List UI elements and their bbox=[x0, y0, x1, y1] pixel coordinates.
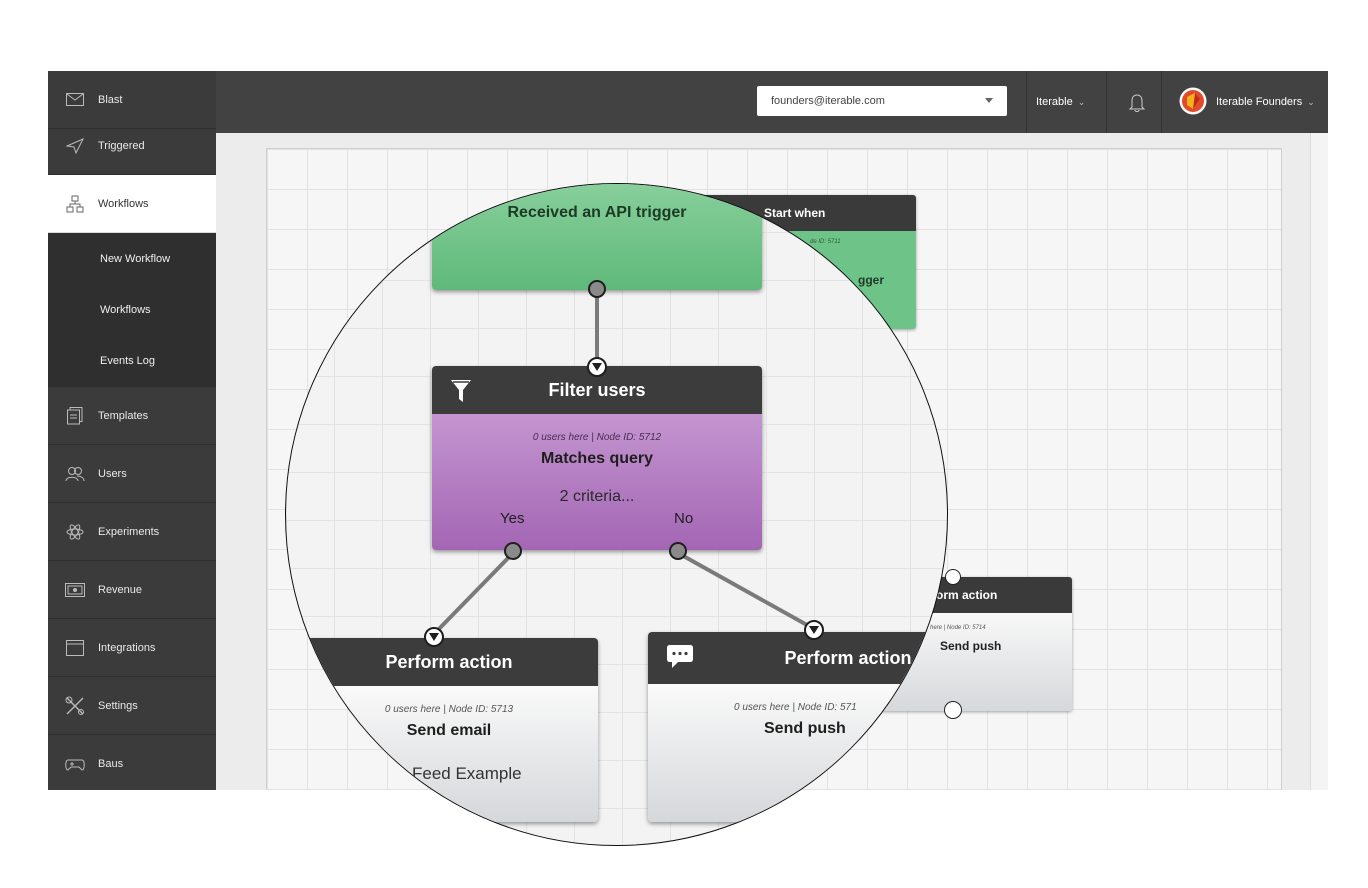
magnifier-lens: Received an API trigger Filter users 0 u… bbox=[285, 183, 948, 846]
envelope-icon bbox=[64, 91, 86, 109]
money-icon bbox=[64, 581, 86, 599]
sidebar-item-revenue[interactable]: Revenue bbox=[48, 561, 216, 619]
atom-icon bbox=[64, 523, 86, 541]
sidebar-item-triggered[interactable]: Triggered bbox=[48, 117, 216, 175]
sidebar-item-label: Experiments bbox=[98, 525, 160, 538]
dropdown-caret-icon bbox=[985, 98, 993, 103]
submenu-new-workflow[interactable]: New Workflow bbox=[100, 252, 171, 265]
email-node-template: Feed Example bbox=[412, 764, 522, 783]
sidebar-item-workflows[interactable]: Workflows bbox=[48, 175, 216, 233]
filter-node-meta: 0 users here | Node ID: 5712 bbox=[532, 432, 662, 443]
start-node-meta: de ID: 5711 bbox=[810, 239, 841, 245]
sidebar-item-label: Triggered bbox=[98, 139, 145, 152]
filter-node-title: Filter users bbox=[548, 379, 646, 400]
filter-node-header: Filter users bbox=[432, 366, 762, 414]
sidebar-item-blast[interactable]: Blast bbox=[48, 71, 216, 129]
paper-plane-icon bbox=[64, 137, 86, 155]
push-node-header: Perform action bbox=[648, 632, 947, 684]
chevron-down-icon: ⌄ bbox=[1077, 96, 1086, 107]
email-node-action: Send email bbox=[406, 722, 492, 739]
chevron-down-icon: ⌄ bbox=[1307, 96, 1315, 107]
input-port[interactable] bbox=[424, 627, 444, 647]
avatar[interactable] bbox=[1179, 87, 1207, 115]
sidebar: Blast Triggered Workflows New Workflow W… bbox=[48, 71, 216, 790]
header-divider bbox=[1161, 71, 1162, 133]
workflow-icon bbox=[64, 195, 86, 213]
output-port[interactable] bbox=[588, 280, 606, 298]
sidebar-item-label: Integrations bbox=[98, 641, 156, 654]
workflows-submenu: New Workflow Workflows Events Log bbox=[48, 233, 216, 387]
top-header: founders@iterable.com Iterable ⌄ Iterabl… bbox=[216, 71, 1328, 133]
account-email: founders@iterable.com bbox=[771, 95, 885, 107]
sidebar-item-label: Revenue bbox=[98, 583, 143, 596]
push-node-action: Send push bbox=[940, 639, 1002, 653]
push-node-meta: here | Node ID: 5714 bbox=[930, 625, 986, 631]
gamepad-icon bbox=[64, 755, 86, 773]
sidebar-item-label: Blast bbox=[98, 93, 123, 106]
profile-name: Iterable Founders bbox=[1216, 96, 1303, 108]
sidebar-item-label: Workflows bbox=[98, 197, 149, 210]
no-output-port[interactable] bbox=[669, 542, 687, 560]
connector-lines bbox=[432, 291, 817, 636]
header-divider bbox=[1026, 71, 1027, 133]
email-node-title: Perform action bbox=[300, 638, 598, 686]
filter-node-body: 0 users here | Node ID: 5712 Matches que… bbox=[432, 414, 762, 550]
push-action-title: Perform action bbox=[784, 647, 912, 668]
yes-output-port[interactable] bbox=[504, 542, 522, 560]
start-node-text: gger bbox=[858, 273, 885, 287]
filter-node-type: Matches query bbox=[540, 450, 654, 467]
email-node-meta: 0 users here | Node ID: 5713 bbox=[384, 704, 514, 715]
account-select[interactable]: founders@iterable.com bbox=[757, 86, 1007, 116]
org-label: Iterable bbox=[1036, 96, 1073, 108]
header-divider bbox=[1106, 71, 1107, 133]
push-action-node[interactable]: Perform action 0 users here | Node ID: 5… bbox=[648, 632, 947, 822]
push-action-meta: 0 users here | Node ID: 571 bbox=[734, 702, 857, 713]
sidebar-item-label: Settings bbox=[98, 699, 138, 712]
template-icon bbox=[64, 406, 86, 425]
sidebar-item-settings[interactable]: Settings bbox=[48, 677, 216, 735]
sidebar-item-label: Templates bbox=[98, 409, 149, 422]
sidebar-item-label: Baus bbox=[98, 757, 124, 770]
input-port[interactable] bbox=[587, 357, 607, 377]
sidebar-item-integrations[interactable]: Integrations bbox=[48, 619, 216, 677]
funnel-icon bbox=[450, 378, 472, 409]
submenu-workflows[interactable]: Workflows bbox=[100, 303, 151, 316]
sidebar-item-baus[interactable]: Baus bbox=[48, 735, 216, 790]
email-action-node[interactable]: Perform action 0 users here | Node ID: 5… bbox=[300, 638, 598, 822]
org-switcher[interactable]: Iterable ⌄ bbox=[1036, 71, 1085, 133]
profile-menu[interactable]: Iterable Founders ⌄ bbox=[1216, 71, 1315, 133]
input-port[interactable] bbox=[945, 569, 961, 585]
chat-bubble-icon bbox=[666, 644, 694, 675]
trigger-node-title: Received an API trigger bbox=[507, 204, 687, 221]
email-node-body: 0 users here | Node ID: 5713 Send email … bbox=[300, 686, 598, 822]
sidebar-item-templates[interactable]: Templates bbox=[48, 387, 216, 445]
filter-node[interactable]: Filter users 0 users here | Node ID: 571… bbox=[432, 366, 762, 550]
yes-branch-label: Yes bbox=[500, 510, 525, 527]
filter-node-criteria: 2 criteria... bbox=[559, 488, 635, 505]
tools-icon bbox=[64, 696, 86, 715]
sidebar-item-experiments[interactable]: Experiments bbox=[48, 503, 216, 561]
push-action-label: Send push bbox=[764, 720, 846, 737]
push-action-body: 0 users here | Node ID: 571 Send push bbox=[648, 684, 947, 822]
sidebar-item-users[interactable]: Users bbox=[48, 445, 216, 503]
window-icon bbox=[64, 639, 86, 657]
sidebar-item-label: Users bbox=[98, 467, 127, 480]
trigger-node[interactable]: Received an API trigger bbox=[432, 184, 762, 290]
no-branch-label: No bbox=[674, 510, 694, 527]
bell-icon[interactable] bbox=[1126, 91, 1148, 113]
submenu-events-log[interactable]: Events Log bbox=[100, 354, 156, 367]
users-icon bbox=[64, 465, 86, 483]
scrollbar[interactable] bbox=[1310, 133, 1328, 790]
input-port[interactable] bbox=[804, 620, 824, 640]
